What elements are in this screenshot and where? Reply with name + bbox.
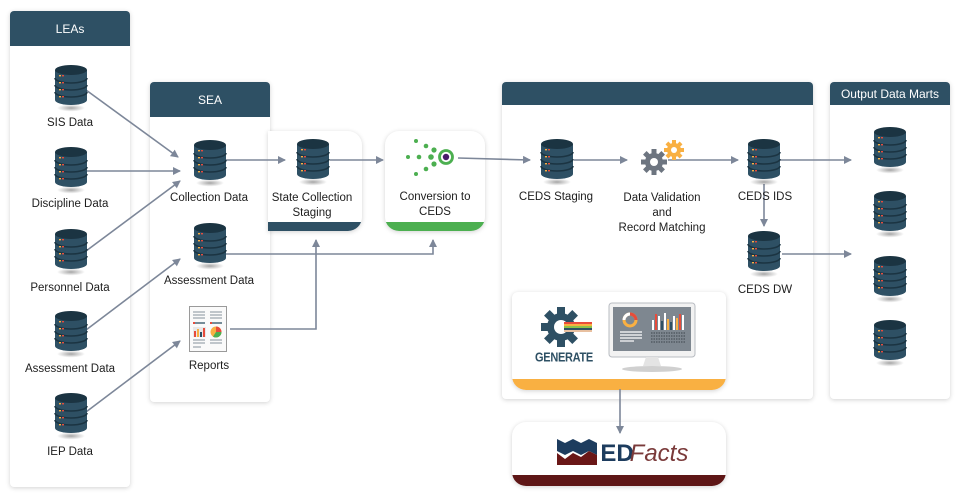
card-bar-navy — [268, 222, 362, 231]
sea-title: SEA — [197, 92, 222, 107]
database-icon — [873, 190, 907, 238]
sea-header: SEA — [150, 82, 270, 117]
lea-item-label: SIS Data — [46, 117, 94, 129]
ceds-header — [502, 82, 813, 105]
lea-item-label: Discipline Data — [31, 198, 109, 210]
database-icon — [54, 392, 88, 440]
gears-icon — [641, 140, 684, 175]
database-icon — [747, 138, 781, 186]
monitor-dashboard-icon — [608, 302, 696, 372]
conversion-label: Conversion to — [399, 191, 471, 203]
edfacts-facts-text: Facts — [629, 440, 689, 467]
database-icon — [747, 230, 781, 278]
sea-item-label: Collection Data — [170, 192, 248, 204]
database-icon — [54, 228, 88, 276]
ceds-dw-label: CEDS DW — [737, 284, 793, 296]
database-icon — [296, 138, 330, 186]
leas-title: LEAs — [55, 21, 85, 36]
generate-label: GENERATE — [535, 350, 593, 366]
state-staging-label: State Collection — [271, 192, 353, 204]
leas-header: LEAs — [10, 11, 130, 46]
edfacts-logo-icon — [557, 439, 597, 465]
database-icon — [193, 139, 227, 187]
database-icon — [54, 146, 88, 194]
validation-label: and — [652, 207, 672, 219]
conversion-dots-icon — [406, 139, 454, 176]
card-bar-orange — [512, 379, 726, 390]
database-icon — [873, 255, 907, 303]
output-header: Output Data Marts — [830, 82, 950, 105]
card-bar-maroon — [512, 475, 726, 486]
card-bar-green — [385, 222, 485, 231]
generate-gear-icon — [541, 307, 592, 347]
validation-label: Record Matching — [618, 222, 706, 234]
database-icon — [54, 64, 88, 112]
database-icon — [54, 310, 88, 358]
database-icon — [540, 138, 574, 186]
sea-item-label: Reports — [188, 360, 230, 372]
conversion-label: CEDS — [419, 206, 451, 218]
lea-item-label: IEP Data — [47, 446, 93, 458]
validation-label: Data Validation — [623, 192, 701, 204]
state-staging-label: Staging — [292, 207, 332, 219]
database-icon — [873, 126, 907, 174]
database-icon — [873, 319, 907, 367]
sea-item-label: Assessment Data — [163, 275, 255, 287]
edfacts-ed-text: ED — [600, 440, 634, 467]
database-icon — [193, 222, 227, 270]
ceds-staging-label: CEDS Staging — [518, 191, 594, 203]
output-title: Output Data Marts — [840, 86, 940, 101]
report-document-icon — [189, 306, 227, 352]
lea-item-label: Assessment Data — [24, 363, 116, 375]
lea-item-label: Personnel Data — [30, 282, 110, 294]
ceds-ids-label: CEDS IDS — [737, 191, 793, 203]
